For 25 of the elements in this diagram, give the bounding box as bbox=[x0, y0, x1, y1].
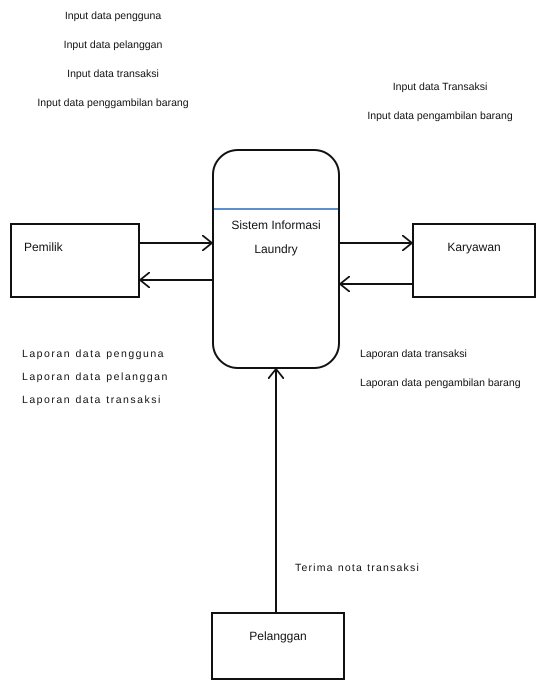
flow-label: Input data Transaksi bbox=[392, 81, 488, 93]
flow-label: Laporan data pengambilan barang bbox=[360, 377, 521, 389]
arrow bbox=[140, 234, 213, 252]
node-label: Karyawan bbox=[446, 239, 502, 255]
arrow bbox=[139, 271, 212, 289]
node-label: Pelanggan bbox=[248, 628, 308, 644]
flow-label: Terima nota transaksi bbox=[295, 562, 420, 574]
flow-label: Laporan data pelanggan bbox=[22, 371, 169, 383]
process-rounded-box bbox=[212, 149, 340, 369]
node-label: Pemilik bbox=[24, 239, 64, 255]
entity-box bbox=[10, 223, 140, 298]
flow-label: Input data pengambilan barang bbox=[366, 110, 514, 122]
flow-label: Input data pelanggan bbox=[62, 39, 164, 51]
node-label: Sistem Informasi Laundry bbox=[230, 217, 322, 258]
flow-label: Laporan data transaksi bbox=[22, 394, 162, 406]
flow-label: Laporan data pengguna bbox=[22, 348, 166, 360]
flow-label: Input data penggambilan barang bbox=[36, 97, 190, 109]
flow-label: Input data pengguna bbox=[64, 10, 162, 22]
flow-label: Input data transaksi bbox=[66, 68, 160, 80]
arrow bbox=[339, 275, 412, 293]
entity-box bbox=[412, 223, 536, 298]
arrow bbox=[267, 368, 285, 612]
entity-box bbox=[211, 612, 345, 680]
flow-label: Laporan data transaksi bbox=[360, 348, 467, 360]
arrow bbox=[340, 234, 413, 252]
